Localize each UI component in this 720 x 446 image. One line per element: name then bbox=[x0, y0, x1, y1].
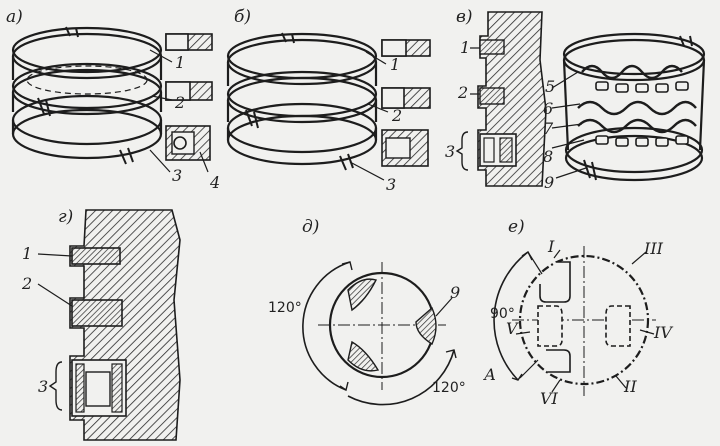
panel-a-label: а) bbox=[6, 7, 23, 27]
panel-v-callout-1: 1 bbox=[460, 38, 470, 57]
panel-e-cutouts bbox=[537, 261, 631, 373]
panel-a: а) 1 2 3 bbox=[6, 7, 220, 192]
panel-g-callout-2: 2 bbox=[21, 274, 32, 293]
panel-v-callout-2: 2 bbox=[457, 83, 468, 102]
panel-e: е) 90° А I II III IV V VI bbox=[483, 217, 673, 408]
panel-b-callout-2: 2 bbox=[391, 106, 402, 125]
panel-e-roman-V: V bbox=[506, 319, 519, 338]
panel-d-gap-mark-3 bbox=[347, 340, 380, 372]
panel-v-expander-windows bbox=[595, 81, 689, 147]
panel-d-callout-9: 9 bbox=[450, 283, 460, 302]
panel-v-expander-stack bbox=[562, 32, 706, 182]
panel-e-roman-IV: IV bbox=[653, 323, 673, 342]
panel-a-callout-1: 1 bbox=[175, 53, 185, 72]
panel-b: б) 1 2 3 bbox=[226, 7, 431, 194]
panel-v-callout-3: 3 bbox=[445, 142, 455, 161]
panel-a-callout-4: 4 bbox=[209, 173, 220, 192]
panel-d: д) 120° 120° 9 bbox=[268, 217, 466, 406]
panel-e-roman-I: I bbox=[547, 237, 555, 256]
panel-v: в) 1 2 3 bbox=[445, 7, 706, 192]
panel-e-angle: 90° bbox=[490, 306, 515, 322]
panel-v-callout-8: 8 bbox=[543, 147, 553, 166]
panel-b-ring-stack bbox=[226, 32, 378, 166]
panel-e-roman-VI: VI bbox=[540, 389, 559, 408]
panel-e-label: е) bbox=[508, 217, 525, 237]
panel-d-angle-bottom: 120° bbox=[432, 380, 466, 396]
panel-e-arc-label: А bbox=[483, 365, 496, 384]
panel-a-ring-stack bbox=[11, 26, 163, 160]
panel-d-gap-mark-1 bbox=[347, 278, 378, 312]
panel-e-roman-II: II bbox=[623, 377, 637, 396]
panel-d-label: д) bbox=[302, 217, 319, 237]
panel-g: г) 1 2 3 bbox=[21, 207, 181, 441]
panel-v-callout-6: 6 bbox=[543, 99, 553, 118]
panel-e-roman-III: III bbox=[643, 239, 664, 258]
panel-b-ring-sections bbox=[381, 39, 431, 167]
panel-g-callout-1: 1 bbox=[22, 244, 32, 263]
panel-v-label: в) bbox=[456, 7, 473, 27]
panel-g-label: г) bbox=[58, 207, 73, 227]
panel-d-angle-top: 120° bbox=[268, 300, 302, 316]
panel-b-callout-1: 1 bbox=[390, 55, 400, 74]
panel-b-label: б) bbox=[234, 7, 251, 27]
panel-a-callout-3: 3 bbox=[172, 166, 182, 185]
panel-b-callout-3: 3 bbox=[386, 175, 396, 194]
panel-d-gap-mark-2 bbox=[415, 306, 437, 346]
panel-v-callout-9: 9 bbox=[544, 173, 554, 192]
panel-a-ring-sections bbox=[165, 33, 213, 161]
panel-a-callout-2: 2 bbox=[174, 93, 185, 112]
panel-g-callout-3: 3 bbox=[38, 377, 48, 396]
panel-v-callout-7: 7 bbox=[543, 119, 554, 138]
panel-v-callout-5: 5 bbox=[545, 77, 555, 96]
